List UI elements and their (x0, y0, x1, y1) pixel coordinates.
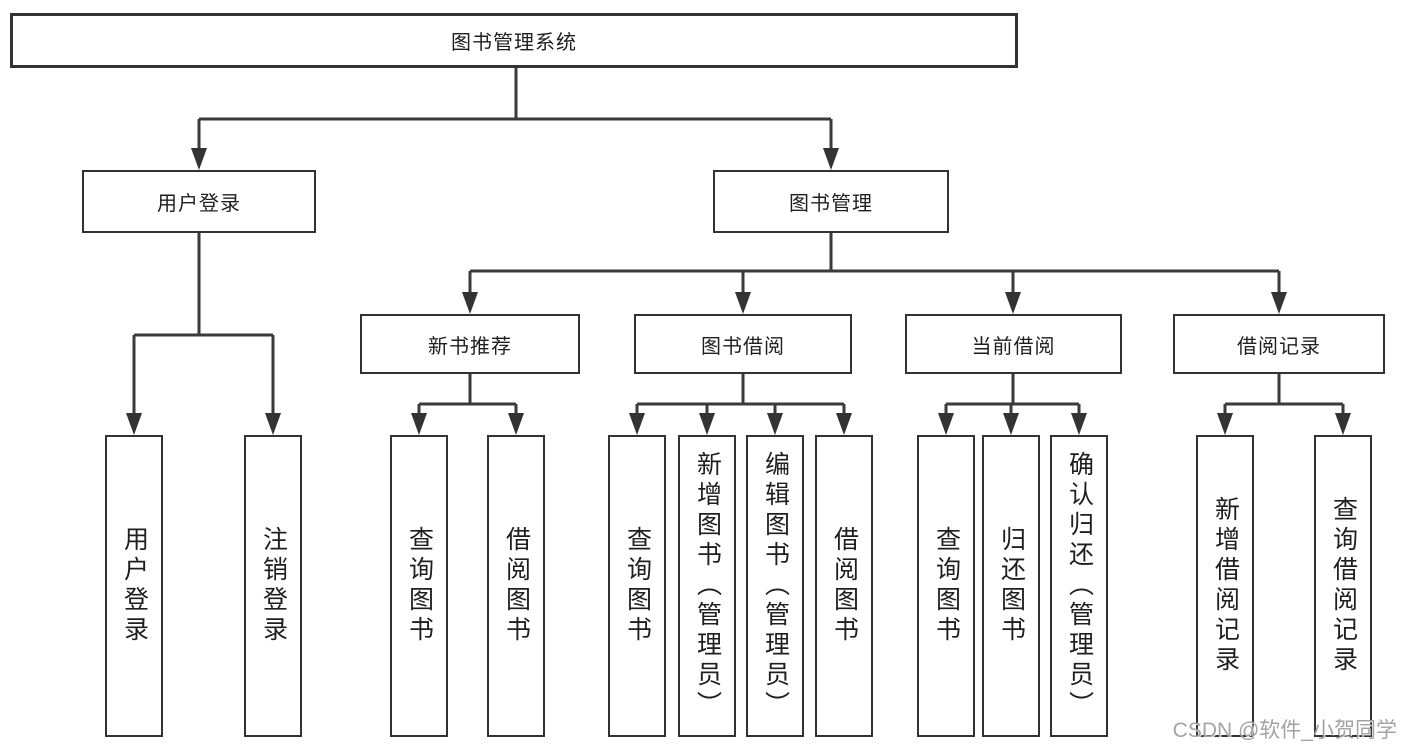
leaf-label: 用户登录 (120, 526, 149, 646)
leaf-query-borrow-record: 查询借阅记录 (1314, 435, 1372, 737)
node-label: 当前借阅 (971, 335, 1056, 358)
node-label: 新书推荐 (428, 335, 512, 358)
leaf-query-books-recommend: 查询图书 (390, 435, 448, 737)
node-label: 用户登录 (157, 193, 241, 215)
node-book-management: 图书管理 (713, 170, 949, 233)
leaf-label: 查询图书 (932, 526, 961, 646)
leaf-add-borrow-record: 新增借阅记录 (1196, 435, 1254, 737)
watermark-text: CSDN @软件_小贺同学 (1172, 719, 1397, 742)
leaf-add-book-admin: 新增图书（管理员） (678, 435, 736, 737)
leaf-query-books-borrow: 查询图书 (608, 435, 666, 737)
leaf-label: 编辑图书（管理员） (761, 451, 790, 721)
leaf-label: 归还图书 (997, 526, 1026, 646)
leaf-label: 新增借阅记录 (1211, 496, 1240, 676)
node-label: 图书管理系统 (451, 32, 577, 54)
node-library-management-system: 图书管理系统 (10, 13, 1018, 68)
leaf-user-login: 用户登录 (105, 435, 163, 737)
leaf-label: 查询借阅记录 (1329, 496, 1358, 676)
leaf-query-books-current: 查询图书 (917, 435, 975, 737)
leaf-label: 新增图书（管理员） (693, 451, 722, 721)
leaf-borrow-books-recommend: 借阅图书 (487, 435, 545, 737)
node-label: 图书管理 (789, 193, 873, 215)
leaf-edit-book-admin: 编辑图书（管理员） (746, 435, 804, 737)
leaf-label: 借阅图书 (830, 526, 859, 646)
leaf-label: 查询图书 (623, 526, 652, 646)
node-book-borrowing: 图书借阅 (634, 314, 852, 374)
leaf-label: 确认归还（管理员） (1065, 451, 1094, 721)
node-label: 借阅记录 (1237, 335, 1321, 358)
leaf-label: 注销登录 (259, 526, 288, 646)
leaf-label: 查询图书 (405, 526, 434, 646)
leaf-borrow-books: 借阅图书 (815, 435, 873, 737)
node-label: 图书借阅 (701, 335, 785, 358)
leaf-logout: 注销登录 (244, 435, 302, 737)
node-new-book-recommendation: 新书推荐 (360, 314, 580, 374)
leaf-return-books: 归还图书 (982, 435, 1040, 737)
node-borrowing-records: 借阅记录 (1173, 314, 1385, 374)
node-user-login: 用户登录 (82, 170, 316, 233)
node-current-borrowing: 当前借阅 (905, 314, 1122, 374)
leaf-confirm-return-admin: 确认归还（管理员） (1050, 435, 1108, 737)
leaf-label: 借阅图书 (502, 526, 531, 646)
